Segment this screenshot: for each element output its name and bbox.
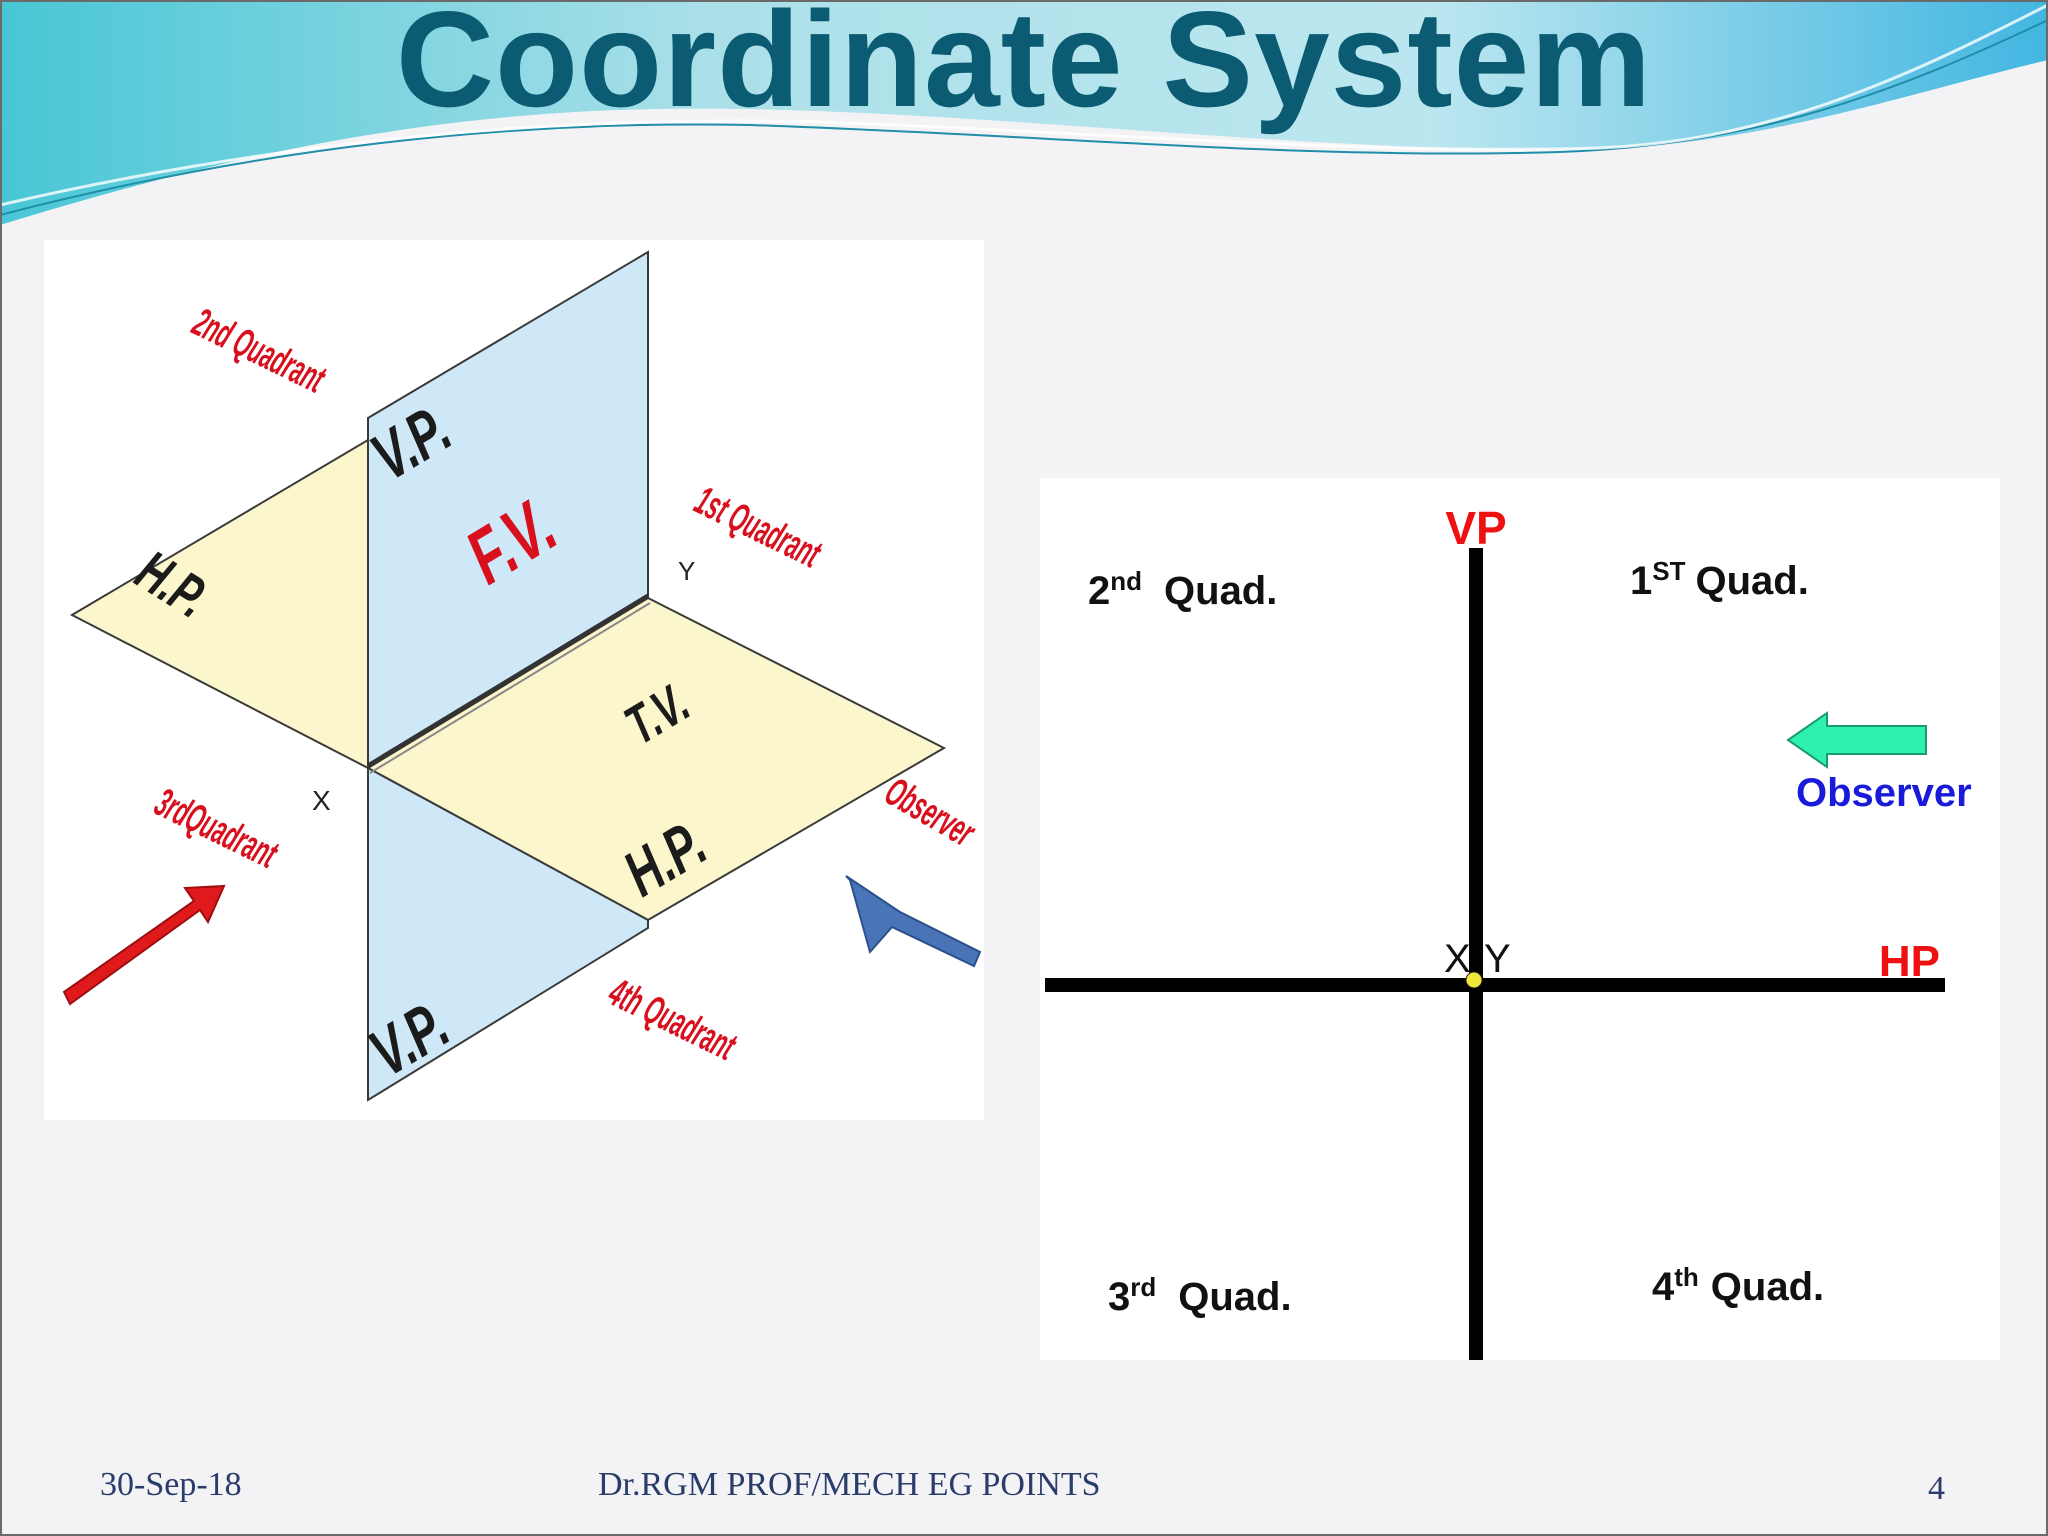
label-y: Y bbox=[1484, 937, 1511, 981]
red-view-arrow-icon bbox=[62, 884, 226, 1006]
label-hp: HP bbox=[1879, 937, 1940, 986]
isometric-quadrant-diagram: 2nd Quadrant 1st Quadrant 3rdQuadrant 4t… bbox=[44, 240, 984, 1120]
origin-point bbox=[1465, 971, 1483, 989]
observer-arrow-icon bbox=[845, 875, 982, 968]
footer-page-number: 4 bbox=[1928, 1470, 1945, 1507]
footer-date: 30-Sep-18 bbox=[100, 1466, 242, 1503]
label-x: X bbox=[312, 785, 331, 816]
header-wave-decoration bbox=[0, 0, 2048, 225]
observer-arrow-icon bbox=[1786, 711, 1927, 769]
xy-ground-line-shadow bbox=[369, 602, 651, 774]
label-y: Y bbox=[678, 556, 695, 586]
vp-plane-lower bbox=[367, 766, 649, 1102]
label-x: X bbox=[1444, 937, 1471, 981]
slide-title: Coordinate System bbox=[395, 0, 1653, 135]
diagram-background bbox=[1040, 478, 2000, 1360]
label-observer: Observer bbox=[1796, 771, 1972, 815]
footer-author: Dr.RGM PROF/MECH EG POINTS bbox=[598, 1466, 1101, 1503]
label-vp: VP bbox=[1445, 502, 1506, 554]
xy-ground-line bbox=[366, 593, 650, 769]
